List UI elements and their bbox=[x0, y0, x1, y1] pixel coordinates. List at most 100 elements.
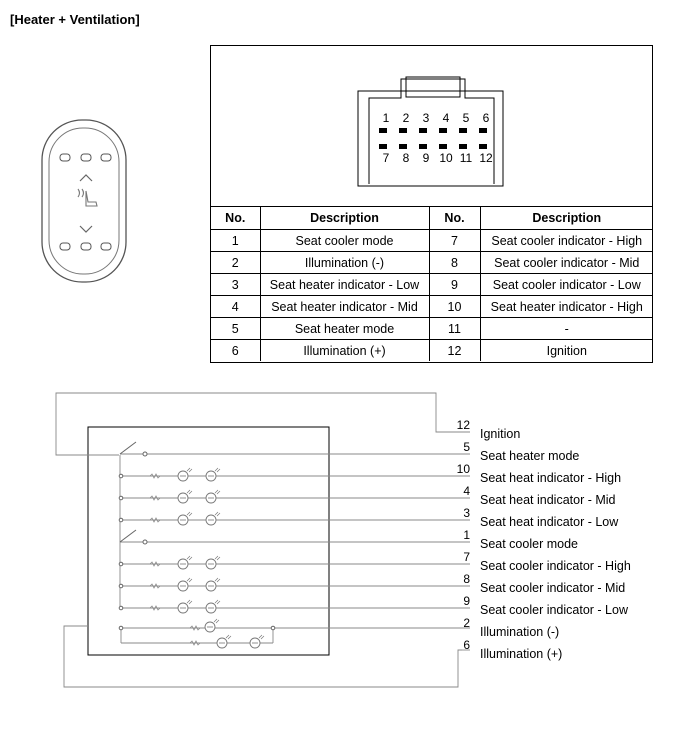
junction bbox=[118, 495, 124, 501]
table-row: 2 Illumination (-) 8 Seat cooler indicat… bbox=[211, 251, 653, 274]
pin-label: 4 bbox=[463, 484, 470, 498]
table-cell: Seat heater indicator - High bbox=[479, 295, 653, 318]
pin-terminal bbox=[439, 128, 447, 133]
chevron-up-icon bbox=[79, 174, 93, 182]
table-cell: Ignition bbox=[479, 339, 653, 361]
pin-number: 7 bbox=[382, 151, 390, 165]
led-indicator bbox=[177, 555, 193, 570]
pin-label: 8 bbox=[463, 572, 470, 586]
signal-label: Illumination (-) bbox=[480, 625, 560, 639]
pin-label: 3 bbox=[463, 506, 470, 520]
led-indicator bbox=[205, 489, 221, 504]
pin-label: 10 bbox=[456, 462, 470, 476]
pin-label: 9 bbox=[463, 594, 470, 608]
table-row: 1 Seat cooler mode 7 Seat cooler indicat… bbox=[211, 229, 653, 252]
led-indicator bbox=[177, 489, 193, 504]
table-cell: 12 bbox=[428, 339, 481, 361]
led-indicator bbox=[216, 634, 232, 649]
table-cell: Illumination (+) bbox=[259, 339, 430, 361]
junction bbox=[270, 625, 276, 631]
table-cell: Seat cooler indicator - High bbox=[479, 229, 653, 252]
illumination-plus-wire bbox=[63, 625, 462, 688]
signal-label: Seat cooler indicator - High bbox=[480, 559, 631, 573]
pin-terminal bbox=[439, 144, 447, 149]
table-cell: Seat heater mode bbox=[259, 317, 430, 340]
resistor bbox=[149, 473, 161, 479]
table-row: 3 Seat heater indicator - Low 9 Seat coo… bbox=[211, 273, 653, 296]
pin-terminal bbox=[479, 144, 487, 149]
switch-contact bbox=[142, 451, 148, 457]
signal-label: Illumination (+) bbox=[480, 647, 563, 661]
heater-switch bbox=[119, 441, 137, 455]
junction bbox=[118, 583, 124, 589]
pin-terminal bbox=[479, 128, 487, 133]
pin-terminal bbox=[379, 144, 387, 149]
pin-terminal bbox=[459, 144, 467, 149]
ignition-wire bbox=[55, 392, 462, 456]
led-indicator bbox=[204, 618, 220, 633]
pin-number: 9 bbox=[422, 151, 430, 165]
resistor bbox=[189, 625, 201, 631]
signal-label: Seat cooler indicator - Mid bbox=[480, 581, 626, 595]
led-indicator bbox=[205, 577, 221, 592]
signal-label: Ignition bbox=[480, 427, 521, 441]
diagram-title: [Heater + Ventilation] bbox=[10, 12, 140, 27]
pin-number: 8 bbox=[402, 151, 410, 165]
table-cell: Seat heater indicator - Low bbox=[259, 273, 430, 296]
pin-label: 12 bbox=[456, 418, 470, 432]
pin-terminal bbox=[399, 128, 407, 133]
pin-label: 6 bbox=[463, 638, 470, 652]
led-indicator bbox=[177, 511, 193, 526]
connector-panel: 1 2 3 4 5 6 7 8 9 10 11 12 No. Descripti… bbox=[210, 45, 653, 363]
table-cell: Seat cooler indicator - Low bbox=[479, 273, 653, 296]
cooler-switch bbox=[119, 529, 137, 543]
col-header: No. bbox=[428, 206, 481, 230]
pin-label: 7 bbox=[463, 550, 470, 564]
signal-label: Seat heater mode bbox=[480, 449, 580, 463]
chevron-down-icon bbox=[79, 225, 93, 233]
pin-description-table: No. Description No. Description 1 Seat c… bbox=[211, 206, 653, 361]
resistor bbox=[149, 495, 161, 501]
pin-number: 1 bbox=[382, 111, 390, 125]
junction bbox=[118, 561, 124, 567]
pin-number: 3 bbox=[422, 111, 430, 125]
pin-terminal bbox=[399, 144, 407, 149]
signal-label: Seat cooler mode bbox=[480, 537, 578, 551]
led-indicator bbox=[205, 555, 221, 570]
pin-label: 5 bbox=[463, 440, 470, 454]
seat-heat-icon bbox=[77, 188, 98, 207]
connector-top-row: 1 2 3 4 5 6 bbox=[376, 112, 496, 124]
led-indicator bbox=[177, 599, 193, 614]
pin-terminal bbox=[419, 144, 427, 149]
pin-terminal bbox=[379, 128, 387, 133]
table-cell: 11 bbox=[428, 317, 481, 340]
pin-number: 2 bbox=[402, 111, 410, 125]
led-indicator bbox=[205, 511, 221, 526]
table-row: 5 Seat heater mode 11 - bbox=[211, 317, 653, 340]
junction bbox=[118, 517, 124, 523]
led-indicator bbox=[249, 634, 265, 649]
junction bbox=[118, 625, 124, 631]
signal-label: Seat heat indicator - Mid bbox=[480, 493, 616, 507]
pin-label: 2 bbox=[463, 616, 470, 630]
resistor bbox=[189, 640, 201, 646]
resistor bbox=[149, 605, 161, 611]
pin-terminal bbox=[459, 128, 467, 133]
pin-number: 11 bbox=[459, 151, 473, 165]
led-indicator bbox=[177, 577, 193, 592]
table-cell: Illumination (-) bbox=[259, 251, 430, 274]
led-indicator bbox=[205, 599, 221, 614]
connector-bottom-row: 7 8 9 10 11 12 bbox=[376, 152, 496, 164]
led-indicator bbox=[205, 467, 221, 482]
resistor bbox=[149, 517, 161, 523]
seat-switch-illustration bbox=[41, 119, 127, 283]
signal-label: Seat heat indicator - Low bbox=[480, 515, 619, 529]
signal-label: Seat cooler indicator - Low bbox=[480, 603, 628, 617]
pin-label: 1 bbox=[463, 528, 470, 542]
pin-terminal bbox=[419, 128, 427, 133]
resistor bbox=[149, 561, 161, 567]
pin-number: 5 bbox=[462, 111, 470, 125]
pin-number: 12 bbox=[479, 151, 493, 165]
table-row: 6 Illumination (+) 12 Ignition bbox=[211, 339, 653, 361]
